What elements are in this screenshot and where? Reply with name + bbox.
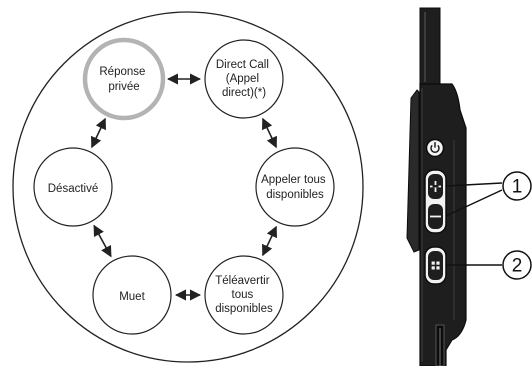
callout-2-label: 2: [512, 256, 523, 277]
mode-node-line: Muet: [119, 291, 145, 303]
mode-node-call-all-available: Appeler tous disponibles: [255, 147, 335, 227]
mode-node-private-reply-label: Réponse privée: [99, 66, 148, 93]
power-icon: [430, 144, 440, 153]
mode-node-mute: Muet: [92, 255, 172, 335]
mode-cycle-arrows: [91, 73, 277, 301]
mode-node-call-all-available-circle: [255, 147, 335, 227]
mode-node-direct-call: Direct Call (Appel direct)(*): [204, 39, 284, 119]
mode-node-disabled-label: Désactivé: [48, 183, 99, 195]
mode-node-private-reply: Réponse privée: [82, 37, 166, 121]
callout-1: 1: [502, 171, 532, 201]
function-button[interactable]: [424, 246, 447, 285]
mode-node-mute-circle: [92, 255, 172, 335]
plus-icon-notch: [432, 185, 439, 188]
device-belt-clip: [406, 89, 420, 253]
mode-node-line: Direct Call: [216, 59, 269, 71]
mode-node-line: direct)(*): [222, 87, 266, 99]
grid-icon-cell: [436, 261, 440, 265]
mode-node-line: disponibles: [266, 189, 324, 201]
mode-node-call-all-available-label: Appeler tous disponibles: [261, 174, 329, 201]
cycle-arrow-disabled-to-private-reply: [91, 117, 106, 149]
grid-icon: [431, 261, 440, 270]
grid-icon-cell: [431, 261, 435, 265]
mode-node-line: Désactivé: [48, 183, 99, 195]
mode-node-line: disponibles: [215, 303, 273, 315]
mode-node-line: Téléavertir: [215, 275, 269, 287]
callout-1-label: 1: [512, 177, 523, 198]
mode-node-disabled: Désactivé: [33, 147, 113, 227]
callout-2-circle: [502, 250, 532, 280]
volume-rocker: [424, 169, 447, 234]
mode-node-disabled-circle: [33, 147, 113, 227]
mode-node-line: tous: [232, 289, 254, 301]
callout-1-circle: [502, 171, 532, 201]
mode-node-direct-call-circle: [204, 39, 284, 119]
cycle-arrow-mute-to-disabled: [93, 224, 112, 258]
callout-1-leader-down: [445, 189, 503, 217]
callout-2: 2: [502, 250, 532, 280]
radio-device-side-view: 1 2: [406, 7, 532, 366]
cycle-arrow-direct-call-to-call-all-available: [262, 117, 277, 149]
mode-node-alert-all-available-circle: [204, 255, 284, 335]
mode-node-line: privée: [108, 81, 139, 93]
mode-node-line: (Appel: [226, 73, 259, 85]
mode-node-private-reply-ring: [82, 37, 166, 121]
mode-node-line: Appeler tous: [261, 174, 326, 186]
mode-node-alert-all-available-label: Téléavertir tous disponibles: [215, 275, 273, 315]
mode-node-mute-label: Muet: [119, 291, 145, 303]
function-button-face: [428, 251, 443, 280]
mode-node-alert-all-available: Téléavertir tous disponibles: [204, 255, 284, 335]
device-antenna: [419, 7, 441, 85]
power-button-face: [425, 138, 445, 158]
cycle-arrow-call-all-available-to-alert-all-available: [262, 225, 277, 257]
power-button[interactable]: [425, 138, 445, 158]
mode-node-direct-call-label: Direct Call (Appel direct)(*): [216, 59, 272, 99]
mode-cycle-outer-circle: [12, 11, 364, 363]
callout-1-leader-up: [445, 182, 503, 187]
mode-node-line: Réponse: [99, 66, 145, 78]
grid-icon-cell: [436, 266, 440, 270]
grid-icon-cell: [431, 266, 435, 270]
